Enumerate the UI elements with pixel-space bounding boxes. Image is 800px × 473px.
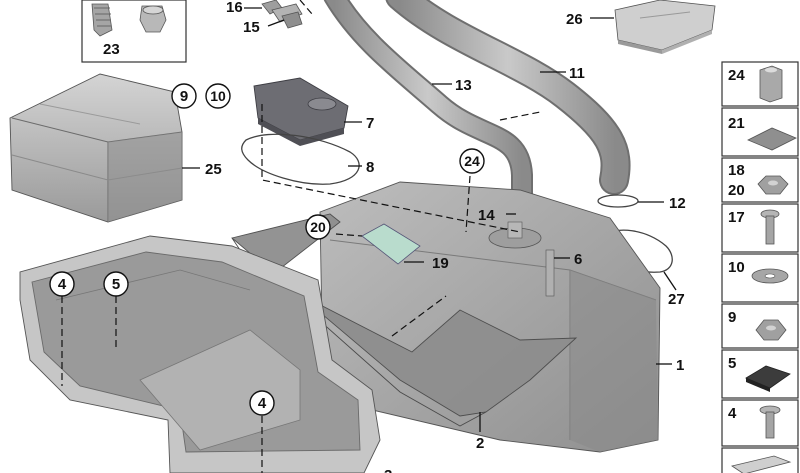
legend-item-24: 24 [721,61,799,107]
callout-24-circle [459,148,485,174]
part-8-gasket [241,133,360,185]
callout-13: 13 [455,77,472,94]
part-26-block [614,0,716,54]
legend-item-5: 5 [721,349,799,399]
svg-text:4: 4 [728,405,737,422]
part-12-clamp [597,194,639,208]
callout-14: 14 [478,207,495,224]
callout-4a: 4 [58,276,67,293]
callout-5: 5 [112,276,120,293]
legend-item-21: 21 [721,107,799,157]
part-19-filter [361,223,421,265]
callouts: 23 16 15 26 13 11 25 7 8 12 14 6 27 1 2 … [49,0,686,473]
callout-4a-circle [49,271,75,297]
callout-26: 26 [566,11,583,28]
svg-text:24: 24 [728,67,745,84]
callout-3: 3 [384,467,392,473]
callout-25: 25 [205,161,222,178]
callout-12: 12 [669,195,686,212]
parts-15-16-bolts [261,0,313,29]
legend-item-extra [721,447,799,473]
parts-legend: 24 21 18 20 17 10 [721,61,799,473]
legend-item-18-20: 18 20 [721,157,799,203]
legend-item-9: 9 [721,303,799,349]
svg-text:21: 21 [728,115,745,132]
callout-9: 9 [180,88,188,105]
callout-27: 27 [668,291,685,308]
callout-19: 19 [432,255,449,272]
callout-5-circle [103,271,129,297]
pipe-13 [325,0,531,209]
part-25-block [9,73,183,223]
callout-2: 2 [476,435,484,452]
svg-text:18: 18 [728,162,745,179]
callout-15: 15 [243,19,260,36]
callout-20: 20 [310,219,326,235]
callout-8: 8 [366,159,374,176]
callout-24: 24 [464,153,480,169]
legend-item-4: 4 [721,399,799,447]
legend-item-10: 10 [721,253,799,303]
part-7-cover [253,77,349,146]
callout-10: 10 [210,88,226,104]
callout-4b: 4 [258,395,267,412]
callout-10-circle [205,83,231,109]
part-23-fittings [91,3,167,37]
svg-text:5: 5 [728,355,736,372]
callout-7: 7 [366,115,374,132]
callout-9-circle [171,83,197,109]
pipe-11 [387,0,629,193]
callout-4b-circle [249,390,275,416]
part-3-tray [19,235,381,473]
svg-text:10: 10 [728,259,745,276]
leader-lines [61,7,677,473]
part-2-frame [231,213,578,427]
legend-item-17: 17 [721,203,799,253]
callout-16: 16 [226,0,243,16]
callout-6: 6 [574,251,582,268]
svg-text:20: 20 [728,182,745,199]
callout-1: 1 [676,357,684,374]
callout-23: 23 [103,41,120,58]
callout-11: 11 [569,65,585,82]
svg-text:9: 9 [728,309,736,326]
svg-text:17: 17 [728,209,745,226]
callout-20-circle [305,214,331,240]
